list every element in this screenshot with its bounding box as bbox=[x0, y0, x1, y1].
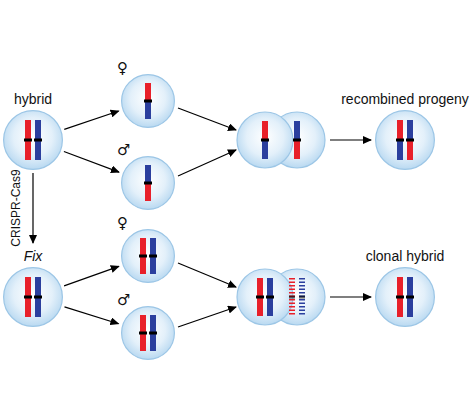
fusing-cells bbox=[237, 112, 325, 168]
cell-label: clonal hybrid bbox=[366, 248, 445, 264]
cell-node: clonal hybrid bbox=[375, 267, 435, 327]
cell-outline bbox=[375, 110, 435, 170]
cell-node: ♀ bbox=[121, 74, 175, 128]
cell-outline bbox=[3, 267, 63, 327]
flow-arrow bbox=[64, 152, 119, 173]
cell-label: Fix bbox=[24, 248, 43, 264]
cell-node: ♂ bbox=[121, 156, 175, 210]
flow-arrow bbox=[64, 307, 118, 324]
cell-outline bbox=[375, 267, 435, 327]
cell-node: ♂ bbox=[121, 306, 175, 360]
cell-outline bbox=[121, 156, 175, 210]
cell-label: recombined progeny bbox=[341, 91, 469, 107]
sex-symbol: ♀ bbox=[117, 215, 128, 231]
cell-node: recombined progeny bbox=[375, 110, 435, 170]
cell-node: Fix bbox=[3, 267, 63, 327]
flow-arrow bbox=[64, 111, 118, 129]
cell-node: ♀ bbox=[121, 229, 175, 283]
flow-arrows bbox=[178, 108, 371, 327]
flow-arrow bbox=[64, 266, 119, 286]
cell-node: hybrid bbox=[3, 110, 63, 170]
sex-symbol: ♀ bbox=[117, 60, 128, 76]
cell-outline bbox=[3, 110, 63, 170]
edge-label: CRISPR-Cas9 bbox=[9, 169, 23, 246]
fusing-cells bbox=[237, 269, 325, 325]
cell-outline bbox=[121, 229, 175, 283]
cell-outline bbox=[121, 74, 175, 128]
cell-label: hybrid bbox=[14, 91, 52, 107]
cell-outline bbox=[121, 306, 175, 360]
sex-symbol: ♂ bbox=[117, 142, 130, 158]
sex-symbol: ♂ bbox=[117, 292, 130, 308]
flow-arrow bbox=[32, 173, 33, 243]
